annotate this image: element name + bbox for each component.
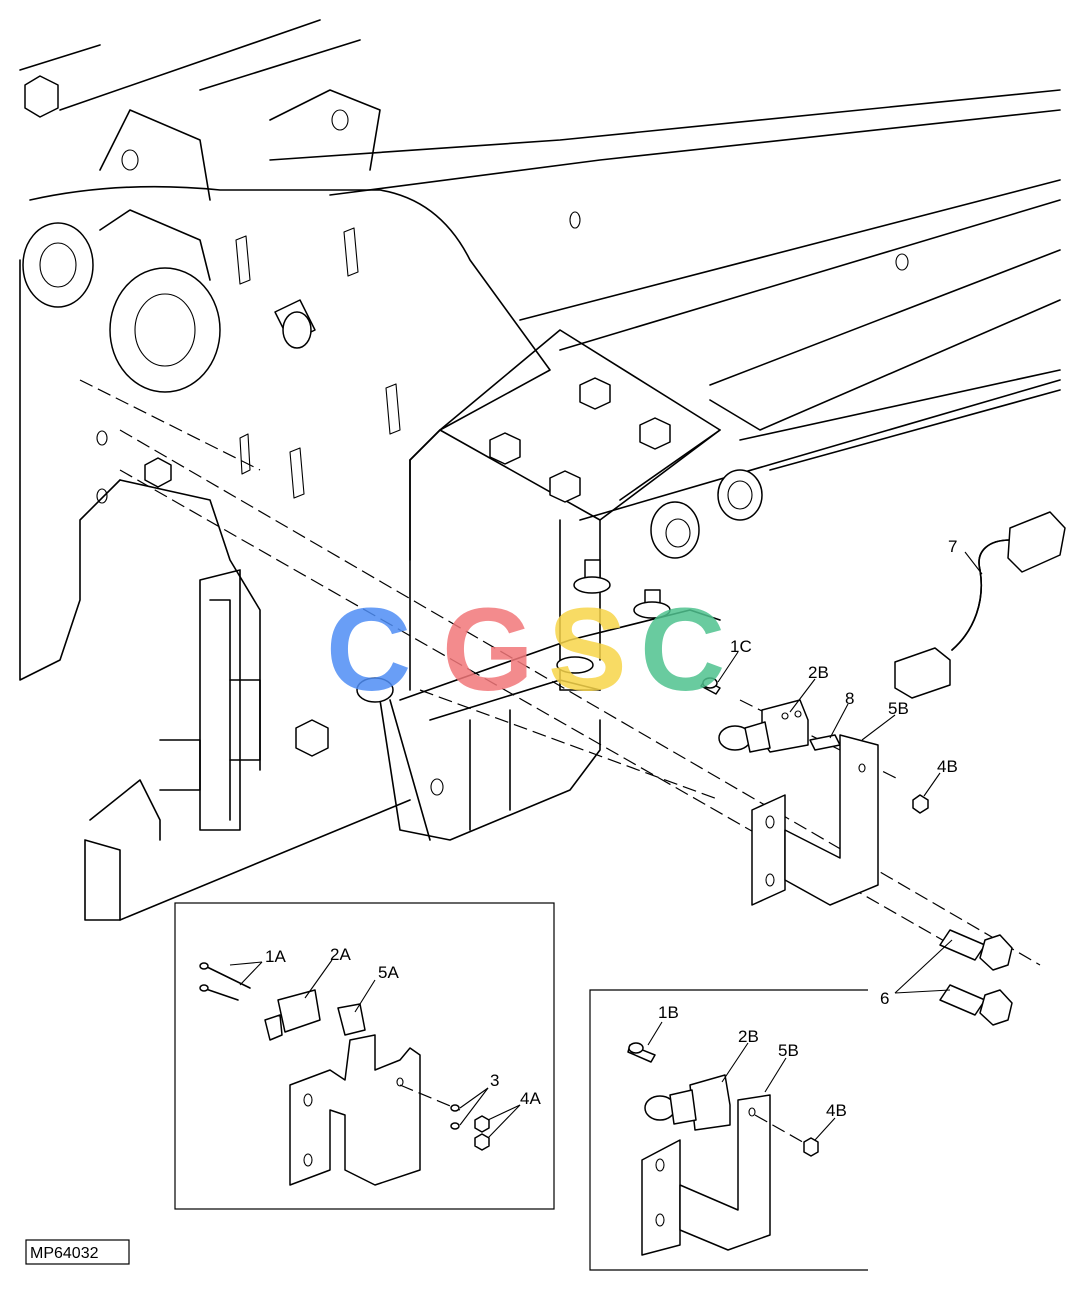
callout-1B: 1B	[658, 1003, 679, 1022]
callout-3: 3	[490, 1071, 499, 1090]
watermark-letter-c2: C	[640, 584, 725, 716]
callout-4B: 4B	[937, 757, 958, 776]
switch-2B	[718, 699, 809, 753]
watermark-letter-g: G	[442, 584, 534, 716]
nut-4B	[912, 794, 929, 814]
callout-7: 7	[948, 537, 957, 556]
watermark-letter-s: S	[548, 584, 627, 716]
callout-1A: 1A	[265, 947, 286, 966]
callout-5B: 5B	[888, 699, 909, 718]
callout-2B: 2B	[808, 663, 829, 682]
callout-8: 8	[845, 689, 854, 708]
callout-1C: 1C	[730, 637, 752, 656]
callout-6: 6	[880, 989, 889, 1008]
screw-1C	[700, 677, 721, 695]
callout-5A: 5A	[378, 963, 399, 982]
callout-5B-inset: 5B	[778, 1041, 799, 1060]
callout-4B-inset: 4B	[826, 1101, 847, 1120]
watermark-letter-c1: C	[326, 584, 411, 716]
reference-code-box: MP64032	[25, 1239, 130, 1265]
watermark: C G S C	[326, 584, 725, 716]
leader-lines	[229, 551, 983, 1141]
bolts-6	[939, 929, 1013, 1026]
reference-code: MP64032	[30, 1245, 99, 1262]
callout-2A: 2A	[330, 945, 351, 964]
harness-7	[894, 511, 1066, 699]
callout-2B-inset: 2B	[738, 1027, 759, 1046]
tractor-frame-drawing	[19, 19, 1061, 921]
bracket-5B	[751, 734, 879, 906]
inset-b	[589, 989, 868, 1271]
callout-4A: 4A	[520, 1089, 541, 1108]
inset-a	[174, 902, 555, 1210]
